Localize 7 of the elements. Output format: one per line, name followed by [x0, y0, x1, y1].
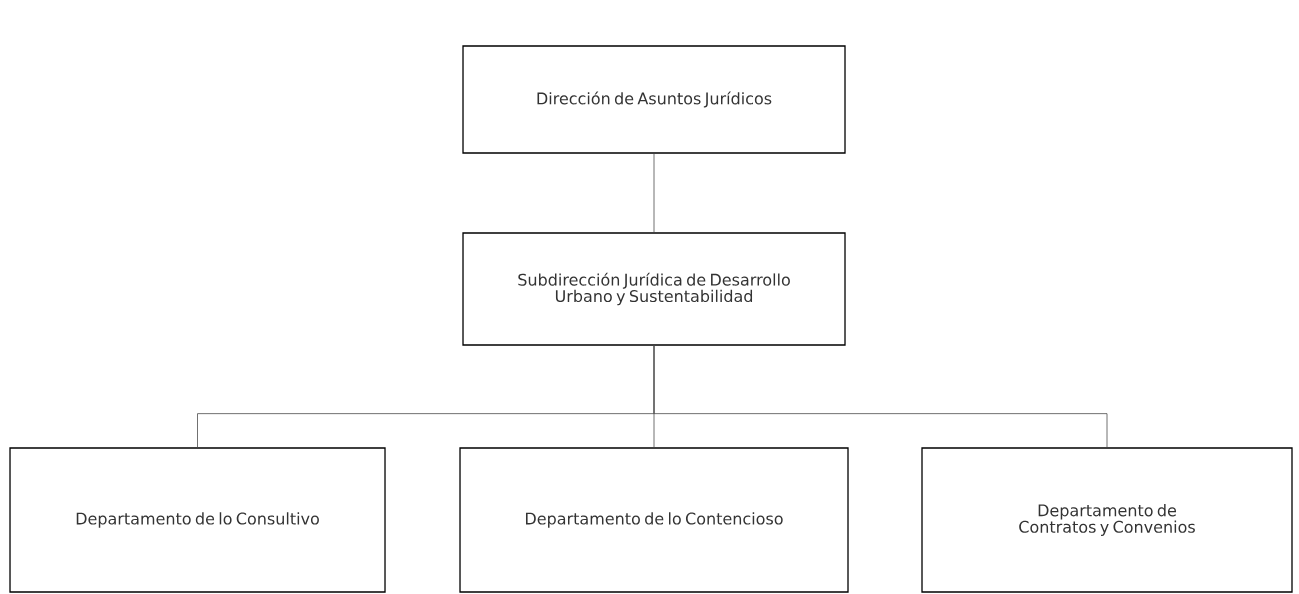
- org-box: Dirección de Asuntos Jurídicos: [462, 45, 846, 154]
- org-box: Departamento de lo Contencioso: [459, 447, 849, 593]
- org-box: Departamento de lo Consultivo: [9, 447, 386, 593]
- connector: [653, 153, 655, 233]
- connector: [653, 345, 1108, 448]
- org-box: Departamento de Contratos y Convenios: [921, 447, 1293, 593]
- org-box: Subdirección Jurídica de Desarrollo Urbano y Sustentabilidad: [462, 232, 846, 346]
